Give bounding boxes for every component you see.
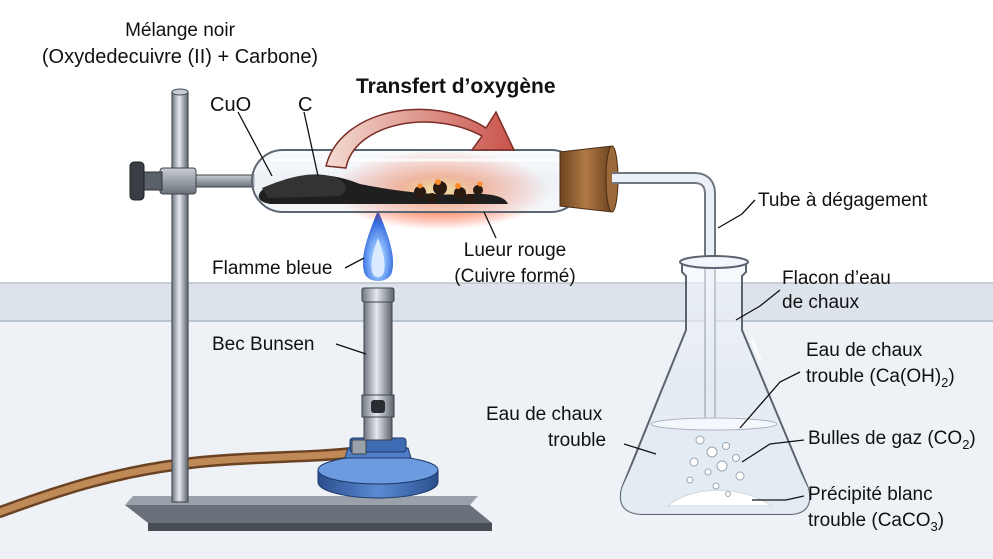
precipitate-formula: trouble (CaCO <box>808 510 931 531</box>
cloudy-limewater-subscript: 2 <box>941 374 949 390</box>
blue-flame <box>362 210 394 281</box>
flask-label-line2: de chaux <box>782 292 860 313</box>
mixture-title-label: Mélange noir <box>125 20 235 41</box>
blue-flame-label: Flamme bleue <box>212 258 333 279</box>
cloudy-limewater-label-line1: Eau de chaux <box>806 340 923 361</box>
precipitate-label-line2: trouble (CaCO3) <box>808 510 944 538</box>
limewater-left-label-line2: trouble <box>548 430 607 451</box>
gas-bubbles-text: Bulles de gaz (CO <box>808 428 963 449</box>
mixture-detail-label: (Oxydedecuivre (II) + Carbone) <box>41 46 319 68</box>
cloudy-limewater-close: ) <box>948 366 955 387</box>
oxygen-transfer-label: Transfert d’oxygène <box>356 75 556 98</box>
test-tube <box>251 149 583 213</box>
oxygen-transfer-arrow <box>325 108 516 169</box>
gas-bubbles-subscript: 2 <box>962 436 970 452</box>
red-glow-label-line1: Lueur rouge <box>463 240 567 261</box>
precipitate-close: ) <box>937 510 945 531</box>
delivery-tube-label: Tube à dégagement <box>758 190 928 211</box>
retort-stand-base <box>125 496 492 531</box>
cloudy-limewater-label-line2: trouble (Ca(OH)2) <box>806 366 955 394</box>
limewater-left-label-line1: Eau de chaux <box>486 404 603 425</box>
c-label: C <box>298 94 313 116</box>
rubber-stopper <box>559 145 619 213</box>
precipitate-subscript: 3 <box>930 518 938 534</box>
bunsen-burner <box>317 287 439 499</box>
clamp <box>129 161 255 201</box>
cuo-label: CuO <box>210 94 252 116</box>
precipitate-label-line1: Précipité blanc <box>808 484 933 505</box>
flask-label-line1: Flacon d’eau <box>782 268 891 289</box>
bunsen-burner-label: Bec Bunsen <box>212 334 315 355</box>
gas-bubbles-close: ) <box>969 428 976 449</box>
gas-bubbles-label: Bulles de gaz (CO2) <box>808 428 976 456</box>
cloudy-limewater-formula: trouble (Ca(OH) <box>806 366 942 387</box>
red-glow-label-line2: (Cuivre formé) <box>454 266 576 287</box>
conical-flask <box>619 255 811 515</box>
delivery-tube <box>612 172 716 430</box>
retort-stand-rod <box>171 88 189 503</box>
leader-lines <box>237 111 805 501</box>
